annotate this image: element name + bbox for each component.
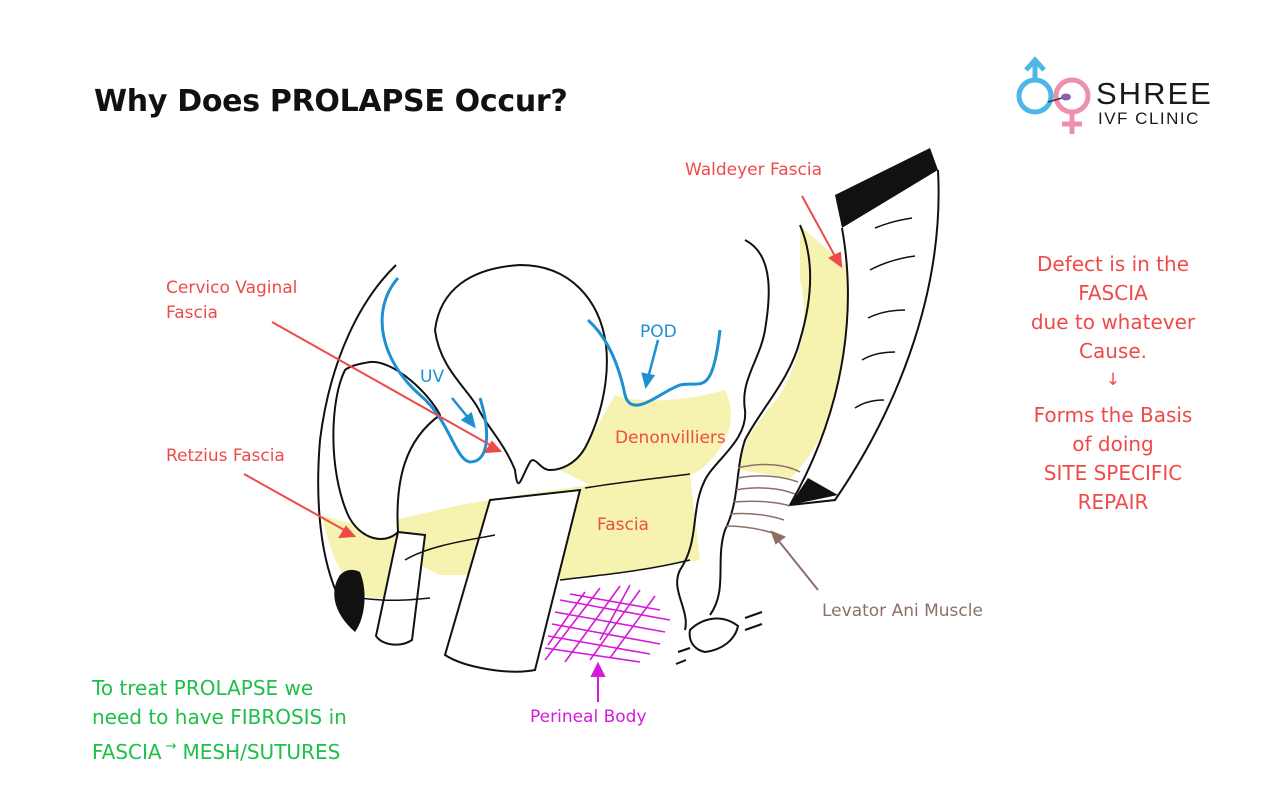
fascia-band-line — [404, 534, 496, 561]
note-line: Defect is in the — [1037, 252, 1189, 276]
bladder-outline — [332, 360, 442, 540]
uterus-outline — [433, 263, 608, 485]
base-line — [359, 597, 431, 602]
note-line: Cause. — [1079, 339, 1147, 363]
urethra-tube — [374, 530, 427, 646]
page-title: Why Does PROLAPSE Occur? — [94, 84, 568, 119]
male-symbol-icon — [1016, 56, 1054, 115]
label-fascia: Fascia — [597, 515, 649, 535]
fascia-band-line-3 — [559, 559, 691, 581]
label-cervico-vaginal: Cervico Vaginal — [166, 278, 298, 298]
vagina-tube — [443, 488, 582, 673]
note-line-3: FASCIA→ MESH/SUTURES — [92, 732, 347, 767]
label-waldeyer-fascia: Waldeyer Fascia — [685, 160, 823, 180]
sacrum — [835, 148, 938, 228]
sperm-icon — [1047, 93, 1071, 103]
sacrum-body — [788, 169, 940, 507]
right-arrow-icon: → — [165, 739, 177, 754]
label-retzius-fascia: Retzius Fascia — [166, 446, 285, 466]
note-text: MESH/SUTURES — [182, 740, 341, 764]
label-cervico-fascia: Fascia — [166, 303, 218, 323]
anal-canal — [688, 617, 740, 654]
note-line: of doing — [1072, 432, 1154, 456]
label-denonvilliers: Denonvilliers — [615, 428, 726, 448]
female-symbol-icon — [1053, 77, 1091, 134]
pubic-bone — [334, 569, 365, 632]
logo-name: SHREE — [1096, 76, 1213, 111]
note-line: To treat PROLAPSE we — [92, 676, 314, 700]
clinic-logo — [1016, 56, 1091, 134]
note-line: need to have FIBROSIS in — [92, 705, 347, 729]
waldeyer-fascia-region — [740, 225, 852, 478]
treatment-note: To treat PROLAPSE we need to have FIBROS… — [92, 674, 347, 767]
note-line: Forms the Basis — [1033, 403, 1193, 427]
label-levator-ani: Levator Ani Muscle — [822, 601, 983, 621]
levator-arrow — [770, 530, 819, 591]
note-line: FASCIA — [1078, 281, 1148, 305]
red-arrows — [243, 195, 843, 539]
defect-note: Defect is in the FASCIA due to whatever … — [1008, 250, 1218, 517]
label-perineal-body: Perineal Body — [530, 707, 647, 727]
note-line: SITE SPECIFIC — [1043, 461, 1183, 485]
denonvilliers-fascia-region — [560, 390, 731, 485]
note-line: REPAIR — [1077, 490, 1149, 514]
logo-subtitle: IVF CLINIC — [1098, 109, 1200, 128]
fascia-band-line-2 — [584, 473, 691, 489]
levator-ani-striations — [725, 463, 801, 535]
coccyx-tip — [790, 478, 838, 505]
note-text: FASCIA — [92, 740, 162, 764]
anal-dashes — [675, 611, 763, 665]
down-arrow-icon: ↓ — [1105, 370, 1121, 390]
sacral-lines — [854, 217, 916, 409]
rectum-inner-wall — [676, 239, 770, 631]
uv-fold — [380, 277, 489, 464]
peritoneum-lines — [380, 277, 722, 464]
label-uv: UV — [420, 367, 445, 387]
perineal-arrow — [590, 661, 606, 702]
perineal-body-hatching — [544, 584, 671, 663]
note-line: due to whatever — [1030, 310, 1196, 334]
pod-fold — [586, 318, 722, 407]
label-pod: POD — [640, 322, 677, 342]
pubic-outline — [317, 264, 397, 601]
rectum-outer-wall — [709, 224, 812, 616]
blue-arrows — [451, 339, 660, 429]
